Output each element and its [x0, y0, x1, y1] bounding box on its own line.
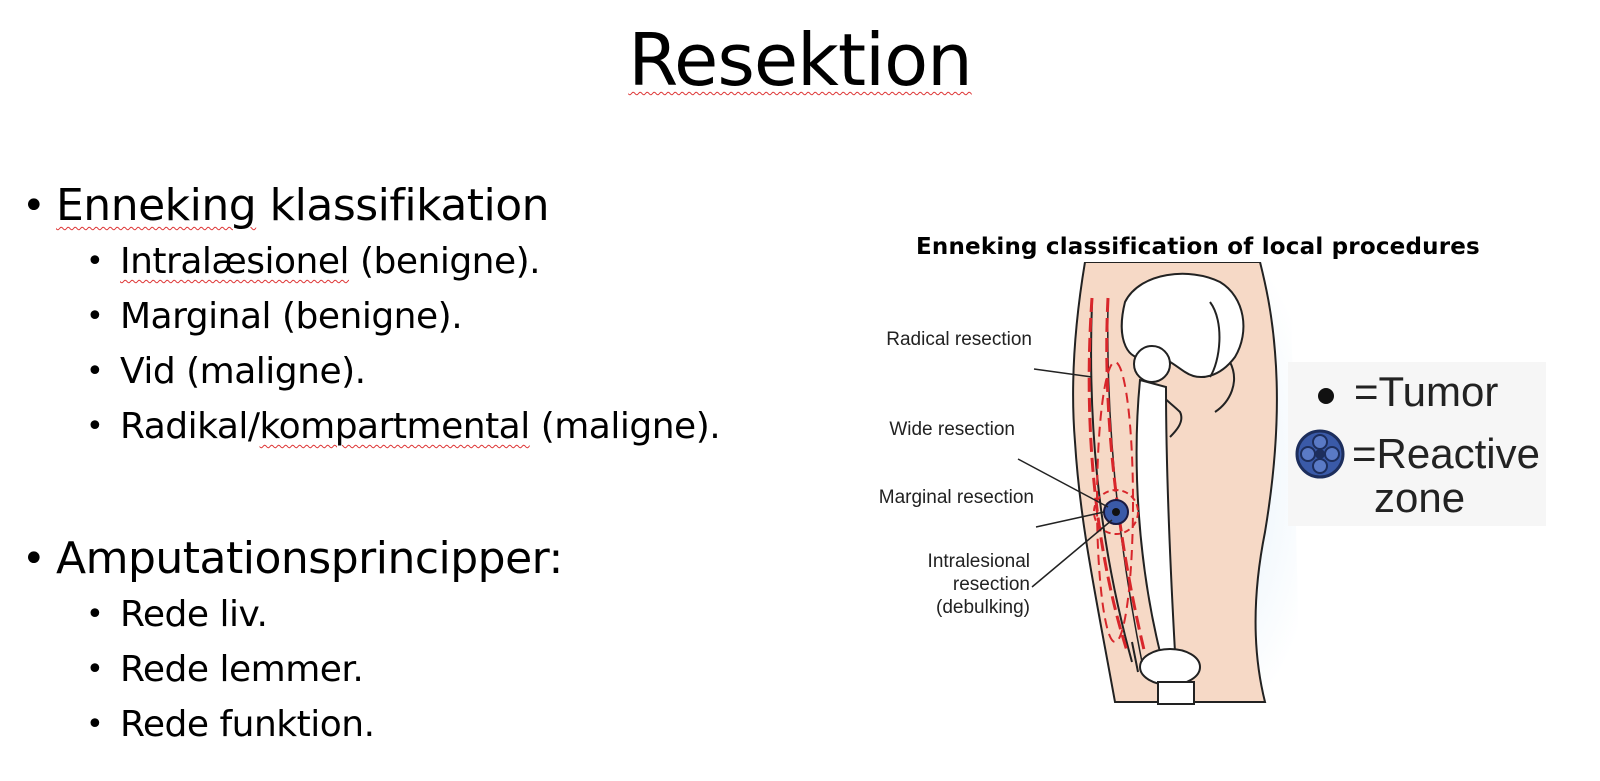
sub-bullet-intralesional: Intralæsionel (benigne). [22, 234, 842, 289]
leader-marginal [1035, 511, 1105, 528]
leader-radical [1033, 368, 1093, 378]
callout-intralesional-line2: resection [952, 574, 1030, 595]
bullet-enneking: Enneking klassifikation [22, 178, 842, 234]
legend-box: =Tumor =Reactive zone [1288, 362, 1546, 526]
bullet-enneking-word: Enneking [56, 180, 257, 231]
sub-bullet-radikal-word: kompartmental [259, 406, 531, 447]
callout-intralesional-line1: Intralesional [927, 551, 1030, 572]
wide-margin-line [1096, 361, 1134, 643]
leg-illustration [870, 262, 1308, 705]
callout-intralesional-line3: (debulking) [936, 597, 1030, 618]
tumor-dot-icon [1318, 388, 1334, 404]
femur-head [1133, 345, 1171, 383]
reactive-zone-icon [1295, 429, 1345, 479]
legend-reactive-label: =Reactive [1352, 430, 1540, 477]
marginal-margin-line [1093, 489, 1139, 535]
knee-condyle [1139, 648, 1201, 686]
callout-radical: Radical resection [886, 329, 1032, 350]
patella-line [1131, 641, 1139, 673]
enneking-figure: Enneking classification of local procedu… [870, 230, 1570, 730]
radical-margin-line [1087, 297, 1147, 655]
legend-zone-label: zone [1374, 474, 1466, 521]
sub-bullet-radikal-rest: (maligne). [529, 406, 721, 447]
sub-bullet-marginal-text: Marginal (benigne). [120, 296, 463, 337]
bullet-enneking-rest: klassifikation [256, 180, 550, 231]
legend-row-tumor: =Tumor [1306, 368, 1498, 416]
legend-tumor-label: =Tumor [1354, 368, 1499, 415]
legend-row-zone: zone [1374, 474, 1465, 522]
leg-silhouette [1072, 262, 1278, 703]
tibia-top [1157, 681, 1195, 705]
leader-wide [1017, 458, 1109, 508]
sub-bullet-radikal-pre: Radikal/ [120, 406, 260, 447]
tumor-mark [1112, 508, 1120, 516]
sub-bullet-intralesional-word: Intralæsionel [120, 241, 350, 282]
leader-intralesional [1031, 519, 1113, 588]
sub-bullet-vid: Vid (maligne). [22, 344, 842, 399]
sub-bullet-radikal: Radikal/kompartmental (maligne). [22, 399, 842, 454]
sub-bullet-rede-liv: Rede liv. [22, 587, 842, 642]
callout-wide: Wide resection [889, 419, 1015, 440]
callout-intralesional: Intralesional resection (debulking) [870, 550, 1030, 619]
bullet-amputation: Amputationsprincipper: [22, 531, 842, 587]
bullet-list: Enneking klassifikation Intralæsionel (b… [22, 178, 842, 752]
figure-title: Enneking classification of local procedu… [916, 234, 1480, 260]
sub-bullet-vid-text: Vid (maligne). [120, 351, 366, 392]
sub-bullet-intralesional-rest: (benigne). [349, 241, 541, 282]
sub-bullet-marginal: Marginal (benigne). [22, 289, 842, 344]
sub-bullet-rede-lemmer: Rede lemmer. [22, 642, 842, 697]
pelvis-detail [1209, 301, 1235, 413]
sub-bullet-rede-funktion: Rede funktion. [22, 697, 842, 752]
callout-marginal: Marginal resection [878, 487, 1034, 508]
slide-title-text: Resektion [628, 18, 973, 102]
legend-row-reactive: =Reactive [1294, 428, 1540, 480]
slide-title: Resektion [0, 18, 1600, 102]
